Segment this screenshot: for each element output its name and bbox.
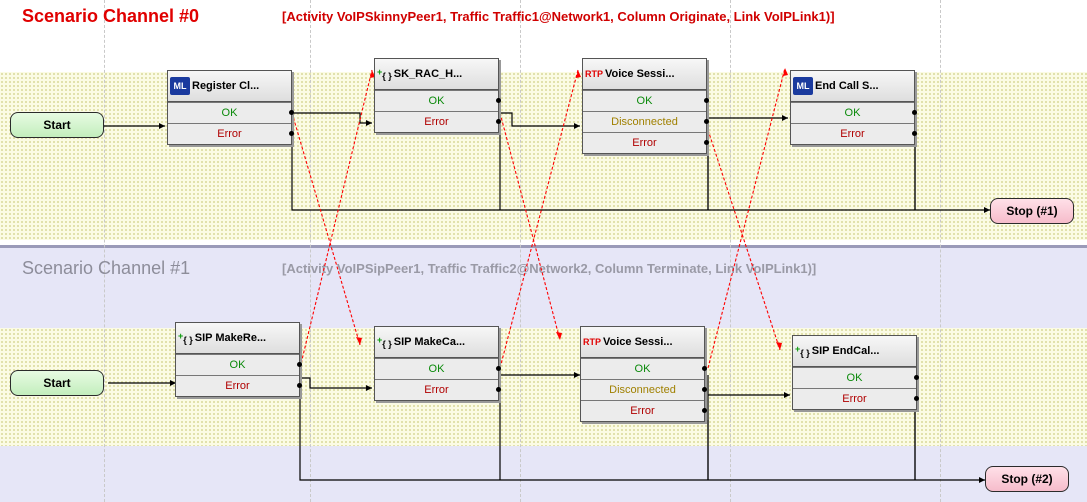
output-ok[interactable]: OK (375, 358, 501, 379)
node-sip-make-call[interactable]: +{ }SIP MakeCa... OK Error (374, 326, 501, 401)
output-error[interactable]: Error (791, 123, 917, 144)
node-title: Voice Sessi... (605, 68, 675, 80)
channel-0-lane (0, 0, 1087, 246)
script-icon: +{ } (178, 331, 193, 345)
output-error[interactable]: Error (793, 388, 919, 409)
output-error[interactable]: Error (176, 375, 302, 396)
output-ok[interactable]: OK (581, 358, 707, 379)
node-title: End Call S... (815, 80, 879, 92)
output-disconnected[interactable]: Disconnected (583, 111, 709, 132)
start-ch1[interactable]: Start (10, 370, 104, 396)
node-sip-make-request[interactable]: +{ }SIP MakeRe... OK Error (175, 322, 302, 397)
output-ok[interactable]: OK (793, 367, 919, 388)
stop-ch0[interactable]: Stop (#1) (990, 198, 1074, 224)
node-title: SK_RAC_H... (393, 68, 463, 80)
channel-1-title: Scenario Channel #1 (22, 258, 191, 278)
stop-ch1[interactable]: Stop (#2) (985, 466, 1069, 492)
channel-1-info: [Activity VoIPSipPeer1, Traffic Traffic2… (282, 261, 817, 276)
grid-line (104, 0, 105, 502)
ml-icon: ML (170, 77, 190, 95)
node-title: SIP EndCal... (811, 345, 880, 357)
node-title: SIP MakeCa... (393, 336, 466, 348)
grid-line (520, 0, 521, 502)
output-ok[interactable]: OK (375, 90, 501, 111)
output-error[interactable]: Error (375, 379, 501, 400)
start-ch0[interactable]: Start (10, 112, 104, 138)
script-icon: +{ } (795, 344, 810, 358)
ml-icon: ML (793, 77, 813, 95)
node-title: SIP MakeRe... (194, 332, 267, 344)
channel-0-title: Scenario Channel #0 (22, 6, 200, 26)
rtp-icon: RTP (583, 337, 601, 347)
channel-0-flow-band (0, 72, 1087, 240)
node-sk-rac[interactable]: +{ }SK_RAC_H... OK Error (374, 58, 501, 133)
channel-1-flow-band (0, 328, 1087, 446)
channel-0-info: [Activity VoIPSkinnyPeer1, Traffic Traff… (282, 9, 835, 24)
node-sip-end-call[interactable]: +{ }SIP EndCal... OK Error (792, 335, 919, 410)
script-icon: +{ } (377, 67, 392, 81)
channel-1-lane (0, 248, 1087, 502)
grid-line (940, 0, 941, 502)
rtp-icon: RTP (585, 69, 603, 79)
node-title: Voice Sessi... (603, 336, 673, 348)
grid-line (310, 0, 311, 502)
output-error[interactable]: Error (168, 123, 294, 144)
output-error[interactable]: Error (581, 400, 707, 421)
output-error[interactable]: Error (583, 132, 709, 153)
output-ok[interactable]: OK (168, 102, 294, 123)
output-error[interactable]: Error (375, 111, 501, 132)
output-ok[interactable]: OK (791, 102, 917, 123)
output-disconnected[interactable]: Disconnected (581, 379, 707, 400)
output-ok[interactable]: OK (583, 90, 709, 111)
grid-line (730, 0, 731, 502)
script-icon: +{ } (377, 335, 392, 349)
output-ok[interactable]: OK (176, 354, 302, 375)
node-title: Register Cl... (192, 80, 260, 92)
